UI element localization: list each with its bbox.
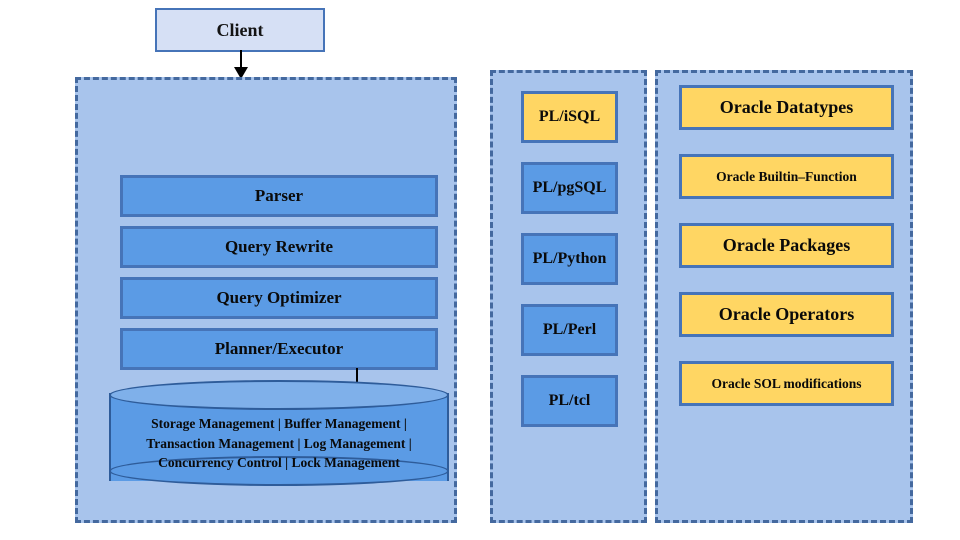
engine-stage-box-label: Query Rewrite bbox=[224, 237, 334, 256]
procedural-language-box: PL/Python bbox=[521, 233, 618, 285]
engine-stage-box: Parser bbox=[120, 175, 438, 217]
oracle-feature-box: Oracle Datatypes bbox=[679, 85, 894, 130]
oracle-feature-box-label: Oracle Operators bbox=[718, 304, 855, 324]
arrow-head bbox=[234, 67, 248, 79]
oracle-feature-box-label: Oracle SOL modifications bbox=[711, 375, 862, 391]
cylinder-top-cap bbox=[109, 380, 449, 410]
procedural-language-box-label: PL/pgSQL bbox=[532, 179, 607, 196]
storage-line: Transaction Management | Log Management … bbox=[146, 435, 412, 451]
oracle-feature-box: Oracle Builtin–Function bbox=[679, 154, 894, 199]
oracle-feature-box-label: Oracle Packages bbox=[722, 235, 851, 255]
engine-stage-box-label: Planner/Executor bbox=[214, 339, 344, 358]
procedural-language-box: PL/Perl bbox=[521, 304, 618, 356]
procedural-language-box-label: PL/iSQL bbox=[538, 108, 601, 125]
storage-line: Storage Management | Buffer Management | bbox=[151, 416, 407, 431]
client-box: Client bbox=[155, 8, 325, 52]
procedural-language-box: PL/tcl bbox=[521, 375, 618, 427]
engine-stage-box: Query Rewrite bbox=[120, 226, 438, 268]
oracle-feature-box: Oracle Operators bbox=[679, 292, 894, 337]
storage-subsystem-text: Storage Management | Buffer Management |… bbox=[109, 414, 449, 473]
engine-stage-box: Query Optimizer bbox=[120, 277, 438, 319]
oracle-feature-box-label: Oracle Datatypes bbox=[719, 97, 854, 117]
procedural-language-box: PL/iSQL bbox=[521, 91, 618, 143]
client-to-engine-arrow-icon bbox=[232, 50, 250, 79]
engine-stage-box: Planner/Executor bbox=[120, 328, 438, 370]
storage-line: Concurrency Control | Lock Management bbox=[158, 455, 400, 471]
procedural-language-box-label: PL/Python bbox=[532, 250, 607, 267]
client-label: Client bbox=[216, 19, 264, 40]
procedural-language-box-label: PL/tcl bbox=[548, 392, 591, 409]
arrow-shaft bbox=[240, 50, 242, 68]
storage-cylinder: Storage Management | Buffer Management |… bbox=[109, 380, 449, 494]
engine-stage-box-label: Query Optimizer bbox=[216, 288, 342, 307]
oracle-feature-box: Oracle Packages bbox=[679, 223, 894, 268]
procedural-language-box: PL/pgSQL bbox=[521, 162, 618, 214]
oracle-feature-box: Oracle SOL modifications bbox=[679, 361, 894, 406]
cylinder-bottom-cap bbox=[109, 456, 449, 486]
engine-stage-box-label: Parser bbox=[254, 186, 304, 205]
procedural-language-box-label: PL/Perl bbox=[542, 321, 597, 338]
oracle-feature-box-label: Oracle Builtin–Function bbox=[716, 168, 857, 184]
